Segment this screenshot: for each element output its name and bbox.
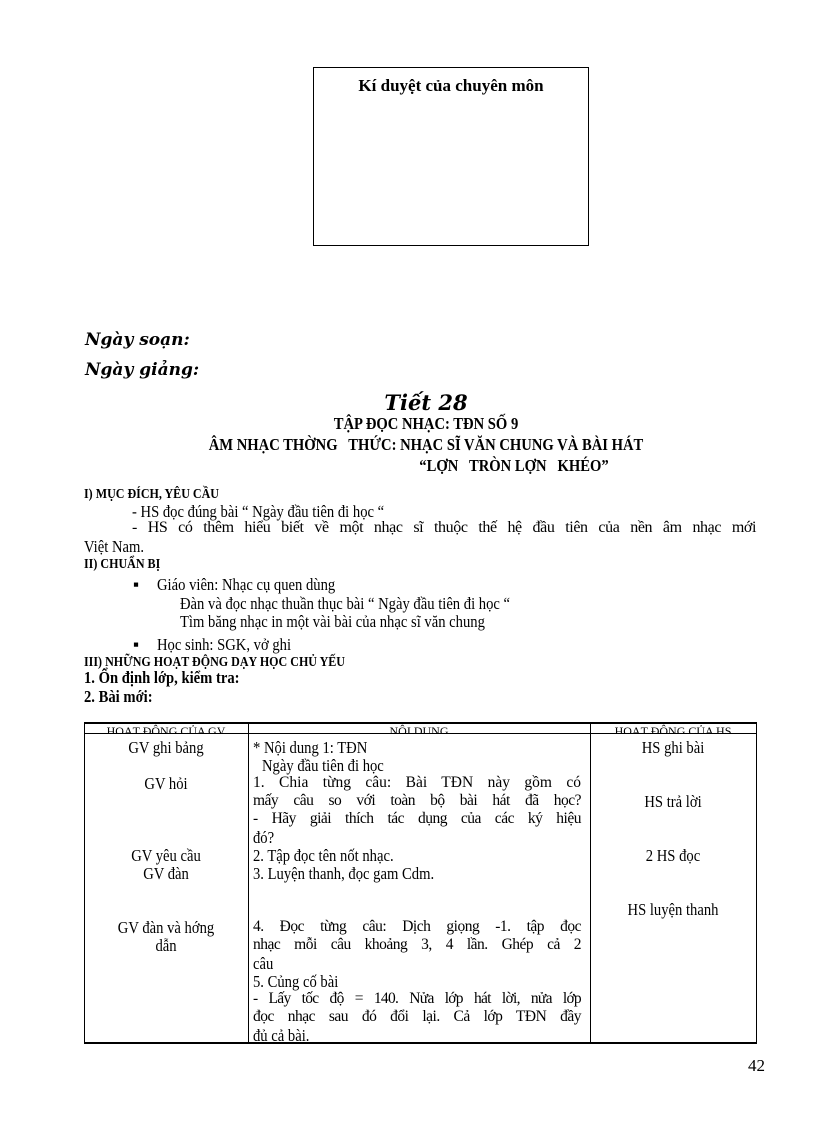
date-taught: Ngày giảng: bbox=[85, 360, 200, 380]
column-divider bbox=[248, 722, 249, 1044]
teacher-activity: GV đàn và hớng bbox=[117, 918, 215, 937]
content-line: câu bbox=[253, 954, 274, 973]
section1-line: - HS đọc đúng bài “ Ngày đầu tiên đi học… bbox=[132, 502, 385, 521]
content-line: 1. Chia từng câu: Bài TĐN này gồm có bbox=[253, 774, 581, 791]
bullet-icon: ▪ bbox=[133, 575, 140, 594]
bullet-icon: ▪ bbox=[133, 635, 140, 654]
content-line: 3. Luyện thanh, đọc gam Cdm. bbox=[253, 864, 435, 883]
section3-heading: III) NHỮNG HOẠT ĐỘNG DẠY HỌC CHỦ YẾU bbox=[84, 655, 345, 670]
lesson-title-3: “LỢN TRÒN LỢN KHÉO” bbox=[419, 456, 609, 475]
teacher-prep: Giáo viên: Nhạc cụ quen dùng bbox=[157, 575, 336, 594]
lesson-title-1: TẬP ĐỌC NHẠC: TĐN SỐ 9 bbox=[333, 414, 519, 433]
content-line: - Hãy giải thích tác dụng của các ký hiệ… bbox=[253, 810, 582, 827]
teacher-prep-sub: Đàn và đọc nhạc thuần thục bài “ Ngày đầ… bbox=[180, 594, 511, 613]
period-title: Tiết 28 bbox=[384, 390, 468, 415]
content-line: * Nội dung 1: TĐN bbox=[253, 738, 368, 757]
teacher-activity: dẫn bbox=[155, 936, 177, 955]
content-line: đọc nhạc sau đó đổi lại. Cả lớp TĐN đầy bbox=[253, 1008, 582, 1025]
content-line: Ngày đầu tiên đi học bbox=[262, 756, 384, 775]
page-number: 42 bbox=[748, 1056, 765, 1075]
lesson-title-2: ÂM NHẠC THỜNG THỨC: NHẠC SĨ VĂN CHUNG VÀ… bbox=[208, 435, 644, 454]
column-divider bbox=[590, 722, 591, 1044]
teacher-activity: GV yêu cầu bbox=[131, 846, 201, 865]
approval-title: Kí duyệt của chuyên môn bbox=[358, 76, 544, 95]
content-line: đó? bbox=[253, 828, 275, 847]
content-line: - Lấy tốc độ = 140. Nửa lớp hát lời, nửa… bbox=[253, 990, 582, 1007]
teacher-prep-sub: Tìm băng nhạc in một vài bài của nhạc sĩ… bbox=[180, 612, 485, 631]
header-teacher: HOẠT ĐỘNG CỦA GV bbox=[106, 724, 226, 733]
content-line: đủ cả bài. bbox=[253, 1026, 310, 1042]
header-student: HOẠT ĐỘNG CỦA HS bbox=[614, 724, 732, 733]
content-line: nhạc mỗi câu khoảng 3, 4 lần. Ghép cả 2 bbox=[253, 936, 582, 953]
student-activity: HS ghi bài bbox=[641, 738, 705, 757]
content-line: 4. Đọc từng câu: Dịch giọng -1. tập đọc bbox=[253, 918, 582, 935]
student-activity: HS trả lời bbox=[644, 792, 702, 811]
content-line: mấy câu so với toàn bộ bài hát đã học? bbox=[253, 792, 582, 809]
teacher-activity: GV đàn bbox=[143, 864, 189, 883]
student-activity: HS luyện thanh bbox=[627, 900, 719, 919]
student-activity: 2 HS đọc bbox=[645, 846, 701, 865]
header-content: NỘI DUNG bbox=[389, 724, 449, 733]
section1-heading: I) MỤC ĐÍCH, YÊU CẦU bbox=[84, 487, 220, 502]
content-line: 5. Củng cố bài bbox=[253, 972, 339, 991]
table-border bbox=[84, 722, 757, 1044]
student-prep: Học sinh: SGK, vở ghi bbox=[157, 635, 292, 654]
approval-box: Kí duyệt của chuyên môn bbox=[313, 67, 589, 246]
content-line: 2. Tập đọc tên nốt nhạc. bbox=[253, 846, 394, 865]
teacher-activity: GV hỏi bbox=[144, 774, 188, 793]
section2-heading: II) CHUẨN BỊ bbox=[84, 557, 161, 572]
step1-heading: 1. Ổn định lớp, kiểm tra: bbox=[84, 668, 240, 687]
teacher-activity: GV ghi bảng bbox=[128, 738, 204, 757]
date-prepared: Ngày soạn: bbox=[85, 330, 190, 350]
table-header-row bbox=[84, 722, 757, 734]
step2-heading: 2. Bài mới: bbox=[84, 687, 153, 706]
section1-line: Việt Nam. bbox=[84, 537, 145, 556]
section1-line: - HS có thêm hiểu biết về một nhạc sĩ th… bbox=[132, 519, 756, 536]
